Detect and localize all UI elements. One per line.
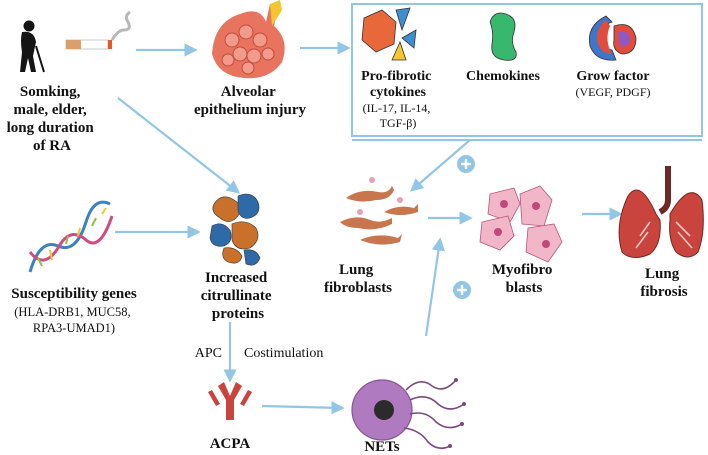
alveolar-injury-label: Alveolar epithelium injury <box>194 84 307 118</box>
chemokines-label: Chemokines <box>466 69 540 84</box>
arrow-risk-to-proteins <box>117 97 241 194</box>
apc-label: APC <box>195 346 222 361</box>
chemokine-shape-icon <box>489 12 517 61</box>
myofibroblasts-label: Myofibro blasts <box>492 262 556 296</box>
susceptibility-genes-label: Susceptibility genes <box>11 286 137 302</box>
arrow-acpa-to-nets <box>261 401 345 415</box>
cigarette-icon <box>65 10 131 50</box>
arrow-box-to-fibroblasts <box>410 139 471 192</box>
myofibroblast-cells-icon <box>479 185 563 263</box>
risk-factors-label: Somking, male, elder, long duration of R… <box>7 84 98 154</box>
arrows <box>115 41 623 415</box>
citrullinate-proteins-label: Increased citrullinate proteins <box>201 270 276 322</box>
costimulation-label: Costimulation <box>244 346 323 361</box>
elderly-person-icon <box>20 20 45 73</box>
cytokine-shapes-icon <box>361 7 417 61</box>
plus-circle-icon <box>453 281 471 299</box>
dna-helix-icon <box>28 200 114 273</box>
profibrotic-cytokines-sublabel: (IL-17, IL-14, TGF-β) <box>363 101 434 130</box>
fibrotic-lungs-icon <box>618 166 704 258</box>
alveolar-epithelium-icon <box>212 0 285 79</box>
growth-factor-shape-icon <box>588 15 637 61</box>
profibrotic-cytokines-label: Pro-fibrotic cytokines <box>361 69 435 100</box>
arrow-nets-to-myofibroblasts <box>424 237 446 337</box>
susceptibility-genes-sublabel: (HLA-DRB1, MUC58, RPA3-UMAD1) <box>14 305 133 335</box>
lung-fibroblast-cells-icon <box>340 177 418 245</box>
acpa-label: ACPA <box>210 436 251 452</box>
grow-factor-sublabel: (VEGF, PDGF) <box>575 85 650 99</box>
lung-fibrosis-label: Lung fibrosis <box>640 266 687 300</box>
lung-fibroblasts-label: Lung fibroblasts <box>324 262 392 296</box>
grow-factor-label: Grow factor <box>576 69 649 84</box>
plus-circle-icon <box>457 155 475 173</box>
citrullinated-protein-icon <box>209 193 261 266</box>
mediators-box <box>351 3 703 137</box>
neutrophil-extracellular-trap-icon <box>351 378 466 450</box>
antibody-icon <box>208 382 252 420</box>
nets-label: NETs <box>364 439 399 455</box>
